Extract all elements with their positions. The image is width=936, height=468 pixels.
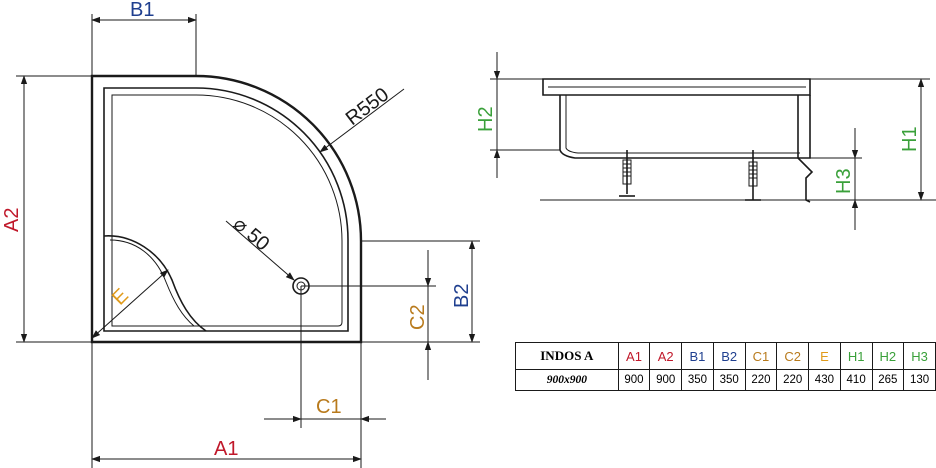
drain-label: ⌀ 50 <box>229 213 274 255</box>
spec-value-row: 900x900 900 900 350 350 220 220 430 410 … <box>515 369 936 391</box>
header-a2: A2 <box>649 342 683 370</box>
tray-basin <box>103 87 349 332</box>
h3-label: H3 <box>833 168 855 194</box>
header-c1: C1 <box>744 342 778 370</box>
value-h1: 410 <box>839 369 873 391</box>
model-size: 900x900 <box>515 369 619 391</box>
model-name: INDOS A <box>515 342 619 370</box>
value-c1: 220 <box>744 369 778 391</box>
header-h3: H3 <box>903 342 936 370</box>
a1-label: A1 <box>214 438 238 460</box>
r-label: R550 <box>342 84 393 130</box>
tray-outline <box>90 74 363 344</box>
value-c2: 220 <box>776 369 810 391</box>
header-e: E <box>808 342 841 370</box>
tray-body <box>559 95 811 159</box>
h2-label: H2 <box>475 106 497 132</box>
header-h2: H2 <box>871 342 905 370</box>
plan-view: B1 A2 R550 ⌀ 50 E B2 C2 <box>1 0 480 468</box>
value-a1: 900 <box>617 369 651 391</box>
spec-table: INDOS A A1 A2 B1 B2 C1 C2 E H1 H2 H3 900… <box>515 342 936 391</box>
leg-left <box>619 150 635 197</box>
c2-label: C2 <box>407 304 429 330</box>
value-e: 430 <box>808 369 841 391</box>
side-view: H2 H1 H3 <box>475 52 936 230</box>
b2-label: B2 <box>451 284 473 308</box>
header-a1: A1 <box>617 342 651 370</box>
e-dimension-line <box>91 269 169 339</box>
drain-leader <box>225 220 295 281</box>
seat-outline <box>103 235 207 332</box>
header-b1: B1 <box>681 342 714 370</box>
value-b2: 350 <box>712 369 746 391</box>
c1-label: C1 <box>316 396 342 418</box>
value-h3: 130 <box>903 369 936 391</box>
value-b1: 350 <box>681 369 714 391</box>
spec-header-row: INDOS A A1 A2 B1 B2 C1 C2 E H1 H2 H3 <box>515 342 936 370</box>
h1-label: H1 <box>899 126 921 152</box>
tray-basin-inner <box>111 94 343 327</box>
value-a2: 900 <box>649 369 683 391</box>
header-h1: H1 <box>839 342 873 370</box>
r-leader <box>319 88 405 153</box>
b1-label: B1 <box>130 0 154 21</box>
header-c2: C2 <box>776 342 810 370</box>
value-h2: 265 <box>871 369 905 391</box>
a2-label: A2 <box>1 208 23 232</box>
header-b2: B2 <box>712 342 746 370</box>
